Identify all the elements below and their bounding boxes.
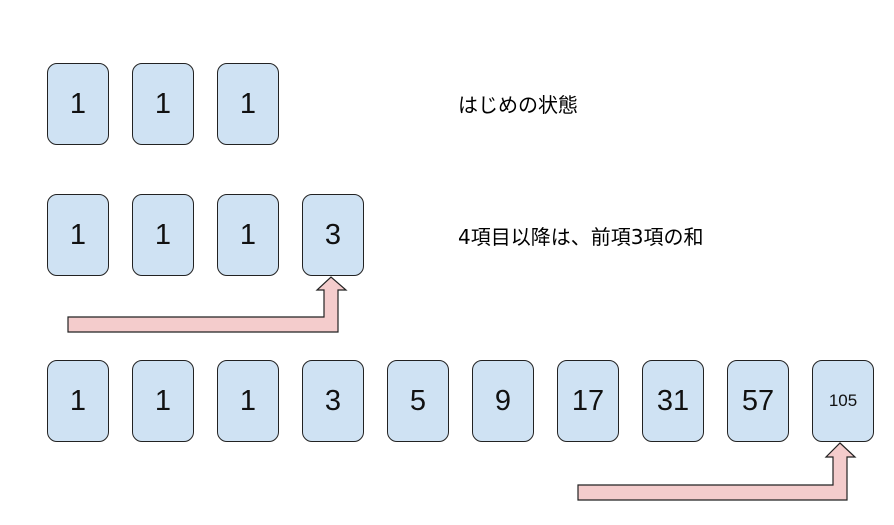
term-box: 17 xyxy=(557,360,619,442)
term-box: 1 xyxy=(47,194,109,276)
term-box: 1 xyxy=(132,360,194,442)
arrow-up-to-term-10 xyxy=(577,442,857,501)
term-box: 1 xyxy=(132,63,194,145)
term-box: 1 xyxy=(132,194,194,276)
term-box: 105 xyxy=(812,360,874,442)
term-box: 5 xyxy=(387,360,449,442)
term-box: 3 xyxy=(302,194,364,276)
caption-rule: 4項目以降は、前項3項の和 xyxy=(458,225,704,249)
caption-initial-state: はじめの状態 xyxy=(458,93,578,117)
term-box: 57 xyxy=(727,360,789,442)
arrow-up-to-term-4 xyxy=(67,276,348,333)
term-box: 31 xyxy=(642,360,704,442)
term-box: 9 xyxy=(472,360,534,442)
term-box: 1 xyxy=(47,360,109,442)
term-box: 1 xyxy=(217,360,279,442)
term-box: 3 xyxy=(302,360,364,442)
term-box: 1 xyxy=(47,63,109,145)
term-box: 1 xyxy=(217,63,279,145)
term-box: 1 xyxy=(217,194,279,276)
